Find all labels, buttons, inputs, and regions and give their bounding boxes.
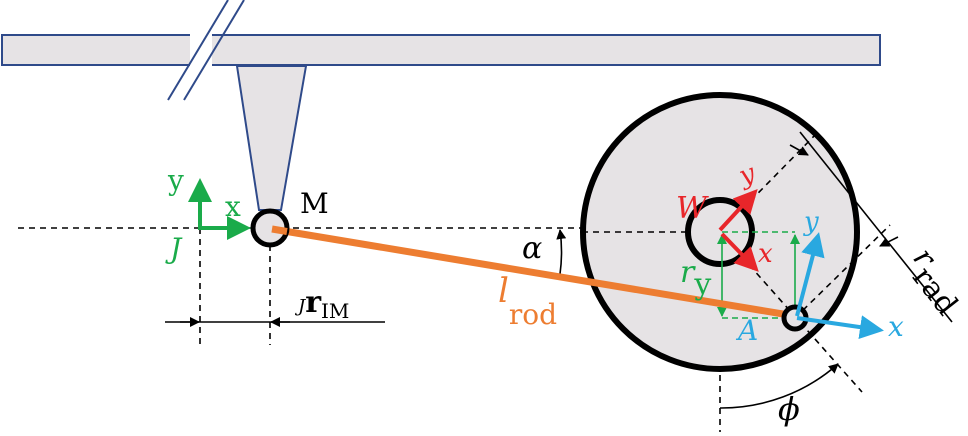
label-r-y-sub: y: [693, 267, 711, 302]
label-frame-a-x: x: [888, 310, 904, 343]
label-r-im: JrIM: [294, 285, 349, 323]
label-r-y: ry: [680, 255, 711, 302]
label-alpha: α: [522, 231, 542, 266]
label-r-rad: rrad: [896, 241, 968, 322]
phi-arc: [719, 363, 839, 409]
connecting-rod-end: [271, 225, 288, 235]
label-l-rod-symbol: l: [498, 271, 509, 311]
label-frame-j: J: [165, 232, 183, 265]
label-l-rod: lrod: [498, 271, 557, 331]
frame-a-y-axis: [795, 232, 825, 317]
label-frame-j-y: y: [167, 164, 184, 197]
label-frame-a-y: y: [803, 207, 819, 237]
label-r-im-prefix: J: [294, 296, 307, 317]
label-phi: ϕ: [778, 390, 800, 428]
beam-break-gap: [190, 34, 212, 66]
frame-w-x-axis: [720, 232, 759, 272]
ceiling-beam: [1, 34, 881, 66]
break-line-1: [167, 0, 229, 101]
r-rad-arrow-1: [789, 144, 809, 156]
label-frame-w-x: x: [758, 239, 773, 269]
break-line-2: [183, 0, 245, 101]
label-frame-w: W: [676, 191, 709, 226]
label-joint-m: M: [300, 187, 329, 220]
label-l-rod-sub: rod: [509, 298, 557, 331]
r-rad-dimension-line: [799, 131, 953, 323]
connecting-rod: [271, 225, 796, 320]
label-r-im-sub: IM: [321, 299, 349, 323]
label-frame-j-x: x: [225, 190, 241, 223]
r-rad-arrow-2: [879, 236, 899, 247]
frame-w-y-axis: [718, 189, 758, 232]
label-frame-a: A: [735, 314, 758, 347]
alpha-arc: [556, 229, 567, 275]
label-r-im-symbol: r: [305, 285, 322, 320]
label-r-y-symbol: r: [680, 255, 696, 290]
pendant-support: [235, 65, 308, 211]
frame-a-x-axis: [796, 315, 884, 340]
